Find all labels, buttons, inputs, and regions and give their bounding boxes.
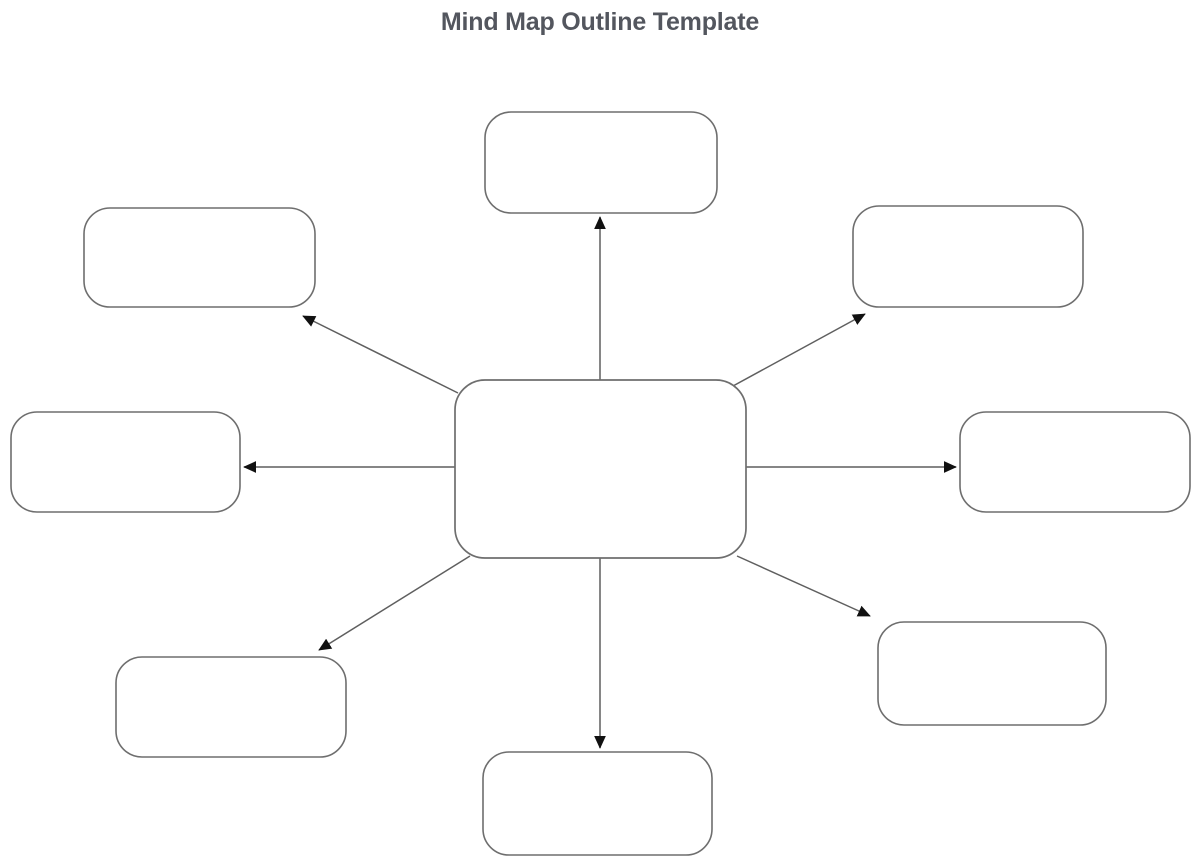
- page-title: Mind Map Outline Template: [440, 8, 760, 36]
- connector-center-to-bottom-left: [318, 555, 471, 651]
- node-central[interactable]: [454, 379, 747, 559]
- node-branch-bottom-right[interactable]: [877, 621, 1107, 726]
- connector-layer: [243, 216, 957, 749]
- node-branch-left[interactable]: [10, 411, 241, 513]
- node-layer: [10, 111, 1191, 856]
- node-branch-right[interactable]: [959, 411, 1191, 513]
- connector-center-to-bottom-right: [736, 555, 871, 617]
- node-branch-top-left[interactable]: [83, 207, 316, 308]
- connector-center-to-top-right: [732, 313, 866, 387]
- node-branch-top-right[interactable]: [852, 205, 1084, 308]
- connector-center-to-top-left: [302, 315, 459, 394]
- node-branch-bottom-left[interactable]: [115, 656, 347, 758]
- node-branch-top[interactable]: [484, 111, 718, 214]
- node-branch-bottom[interactable]: [482, 751, 713, 856]
